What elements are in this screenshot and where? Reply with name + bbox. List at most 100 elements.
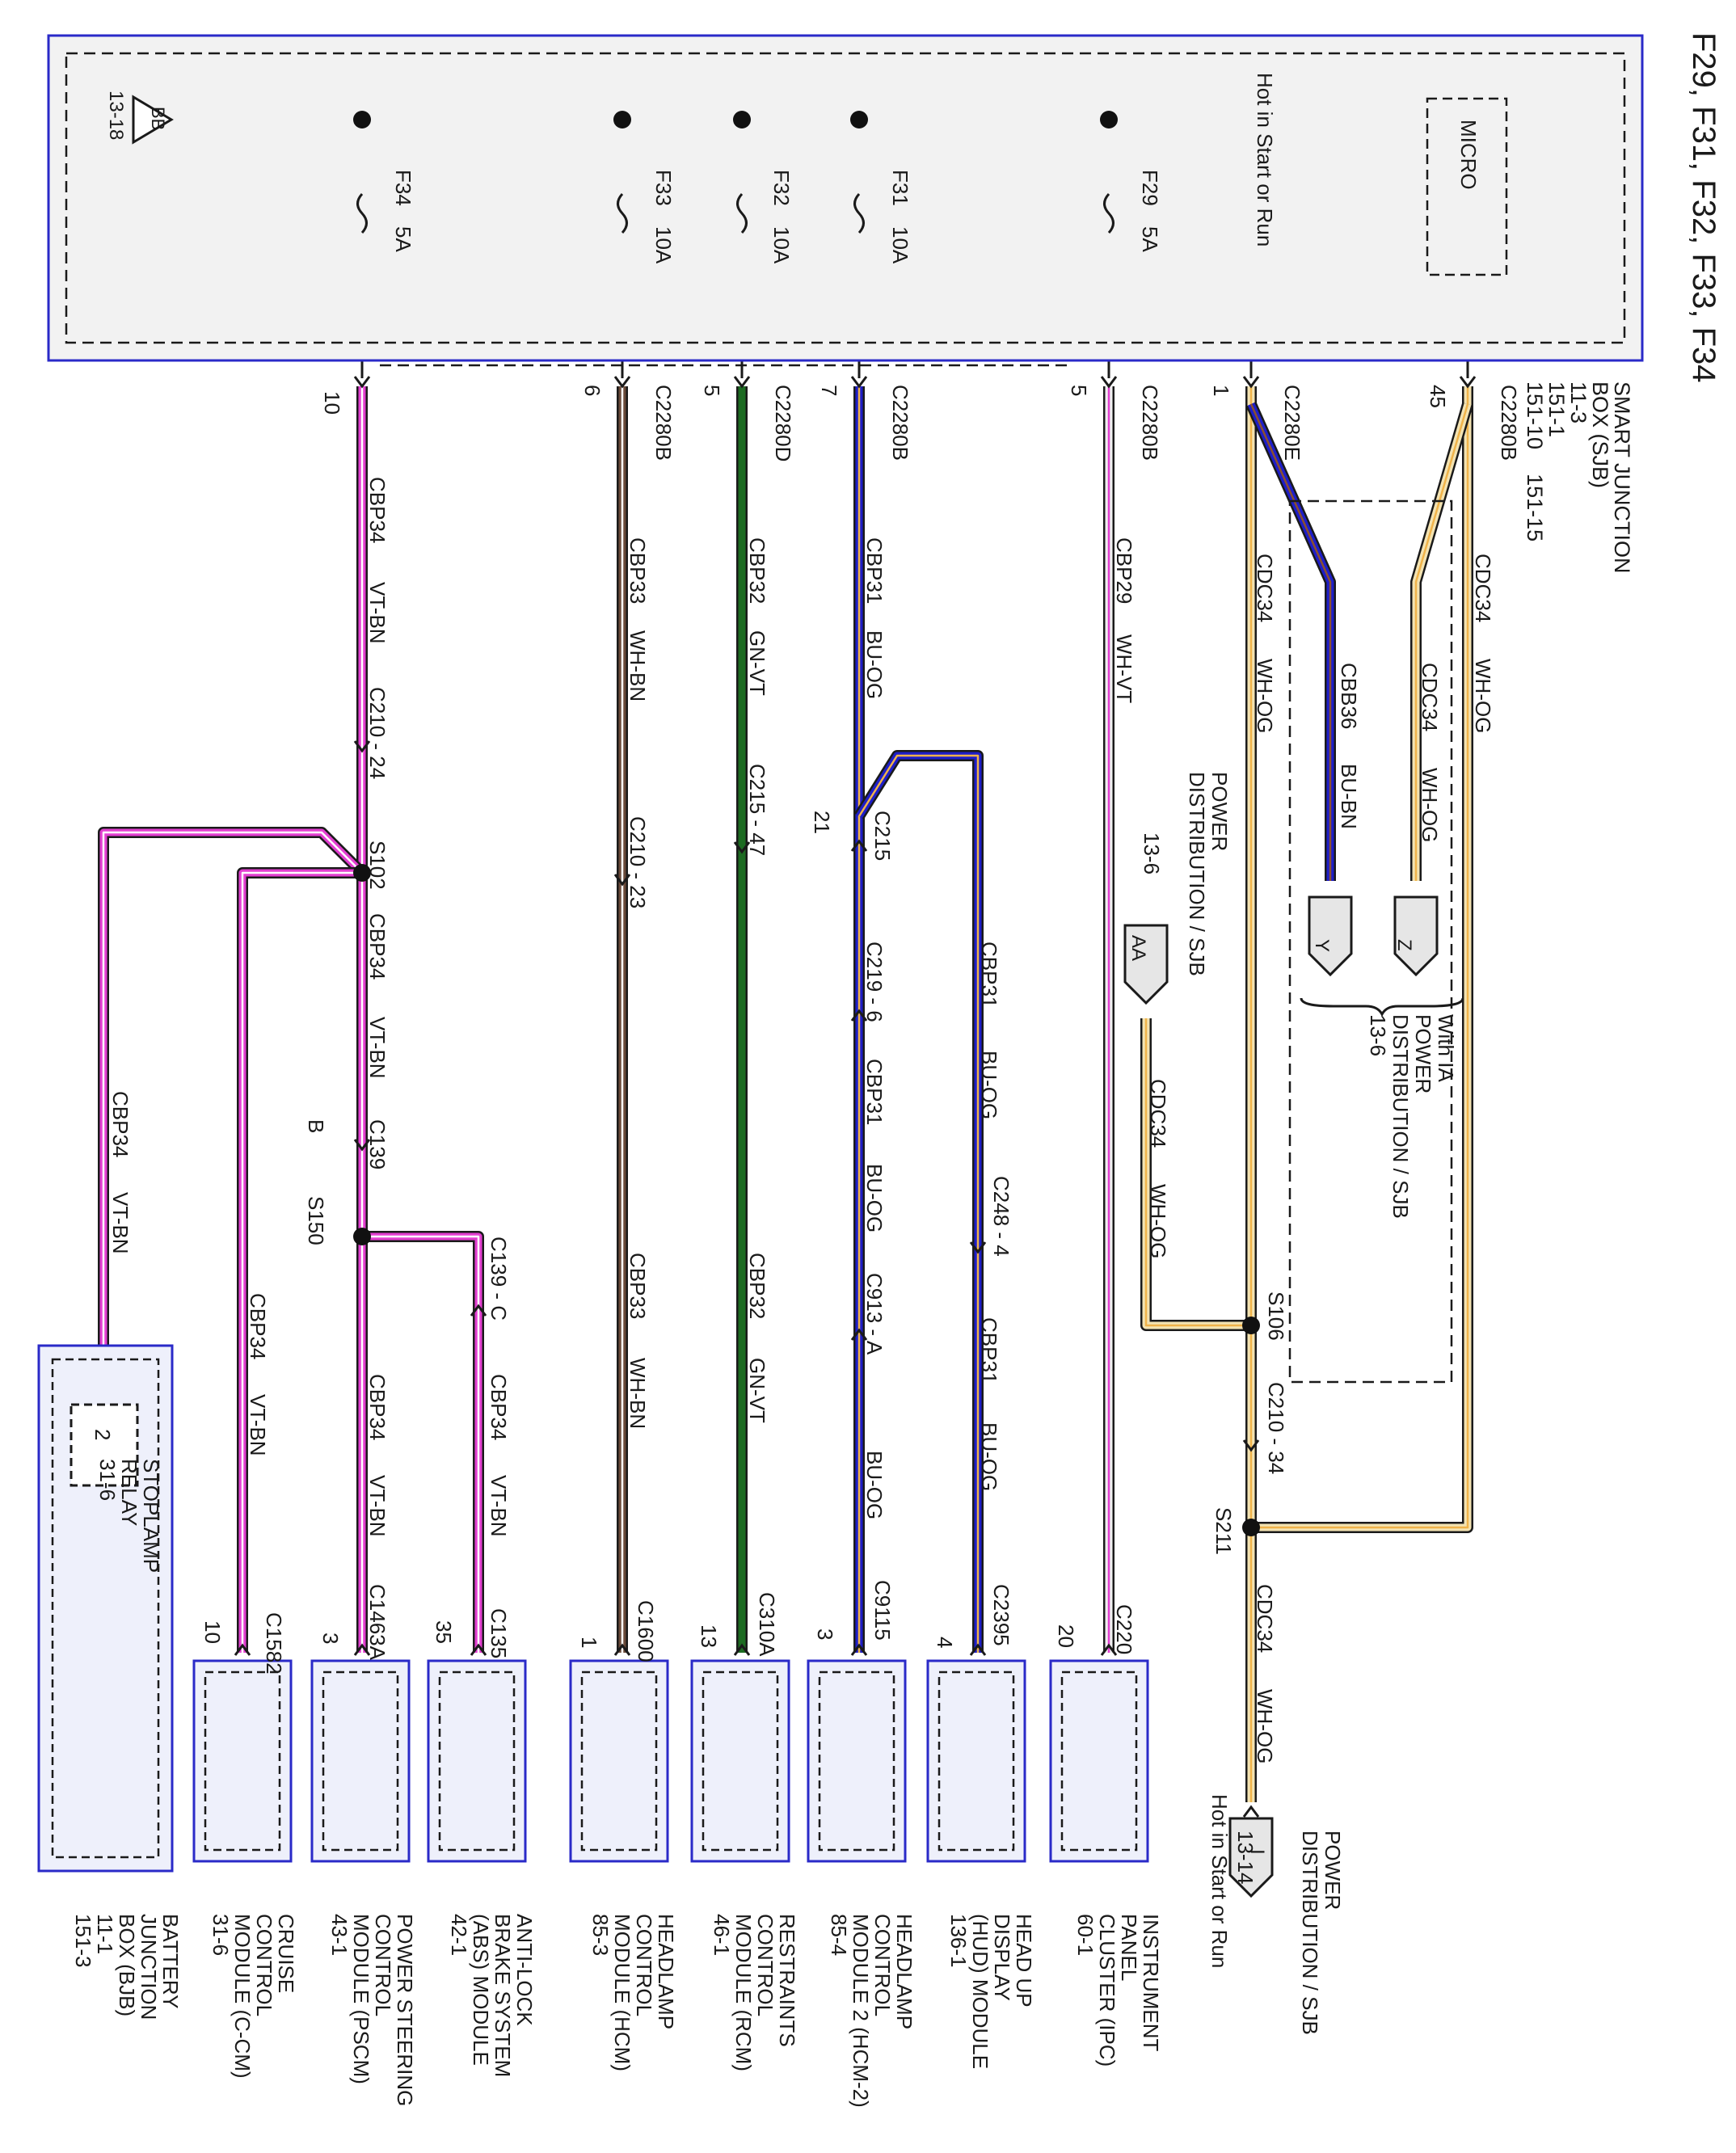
with-ia-brace (1300, 997, 1464, 1018)
bus-junction-dot (850, 111, 868, 129)
wire-cdc34-aa (1142, 1018, 1251, 1329)
fuse-symbol-f29 (1103, 192, 1114, 234)
module-line: 42-1 (447, 1914, 471, 1956)
conn-c2280b-f33: C2280B (651, 385, 676, 461)
module-line: CLUSTER (IPC) (1095, 1914, 1119, 2067)
conn-c139-c: C139 - C (487, 1237, 511, 1321)
connector-arrow (470, 1304, 487, 1317)
wire-circuit-label: CBP33 (626, 1253, 650, 1319)
bjb-line: JUNCTION (137, 1914, 161, 2020)
module-pin: 10 (200, 1620, 225, 1644)
module-conn: C310A (755, 1592, 779, 1657)
wire-circuit-label: CDC34 (1418, 663, 1442, 731)
pin-f33: 6 (580, 385, 605, 396)
hot-in-start-label: Hot in Start or Run (1253, 73, 1277, 246)
wire-circuit-label: CBP32 (745, 537, 769, 604)
wire-color-label: WH-OG (1253, 1689, 1277, 1763)
pd-line: POWER (1321, 1831, 1345, 1910)
module-box-abs-inner (438, 1671, 516, 1852)
conn-c139: C139 (365, 1119, 390, 1169)
pin-f34: 10 (320, 391, 344, 415)
wire-cbp34-ccm-outline (237, 867, 362, 1653)
wire-circuit-label: CBP33 (626, 537, 650, 604)
sjb-label-line: BOX (SJB) (1588, 381, 1612, 488)
wire-color-label: BU-OG (862, 630, 887, 699)
conn-c219-6: C219 - 6 (862, 942, 887, 1022)
module-label-rcm: RESTRAINTS CONTROL MODULE (RCM) 46-1 (710, 1914, 799, 2071)
bus-junction-dot (733, 111, 751, 129)
wire-circuit-label: CBP32 (745, 1253, 769, 1319)
module-box-hcm2 (807, 1659, 907, 1863)
module-box-pscm-inner (322, 1671, 399, 1852)
wire-color-label: WH-OG (1253, 659, 1277, 733)
module-pin: 13 (697, 1624, 721, 1648)
wire-circuit-label: CBP34 (365, 477, 390, 543)
ref-tag-y (1308, 895, 1353, 977)
wire-cbp34-bjb-outline (98, 827, 366, 1358)
splice-s106-dot (1242, 1317, 1260, 1334)
module-box-ccm (192, 1659, 293, 1863)
power-distribution-label-left: POWER DISTRIBUTION / SJB 13-6 (1140, 772, 1232, 976)
module-label-hud: HEAD UP DISPLAY (HUD) MODULE 136-1 (946, 1914, 1036, 2069)
module-label-abs: ANTI-LOCK BRAKE SYSTEM (ABS) MODULE 42-1 (447, 1914, 537, 2077)
wire-color-label: WH-VT (1112, 634, 1136, 703)
bb-code: BB (148, 107, 168, 130)
module-box-ipc (1049, 1659, 1149, 1863)
module-conn: C220 (1112, 1604, 1136, 1654)
conn-c2280b-f31: C2280B (888, 385, 912, 461)
connector-arrow (850, 839, 868, 852)
bjb-box-inner (51, 1358, 160, 1859)
connector-arrow (733, 376, 751, 389)
pin-f29: 5 (1067, 385, 1091, 396)
wire-circuit-label: CBP31 (862, 537, 887, 604)
wire-color-label: VT-BN (108, 1192, 133, 1254)
module-pin: 4 (933, 1637, 957, 1648)
pin-f32: 5 (700, 385, 724, 396)
wire-color-label: BU-OG (862, 1451, 887, 1519)
wire-circuit-label: CBP29 (1112, 537, 1136, 604)
sjb-label: SMART JUNCTION BOX (SJB) 11-3 151-1 151-… (1523, 381, 1634, 574)
connector-arrow (1242, 376, 1260, 389)
module-pin: 3 (813, 1628, 837, 1640)
connector-arrow (353, 1139, 371, 1152)
wire-circuit-label: CBP34 (487, 1374, 511, 1440)
module-box-hcm (569, 1659, 669, 1863)
module-line: CONTROL (632, 1914, 656, 2016)
micro-label: MICRO (1456, 120, 1481, 190)
wire-circuit-label: CBP34 (246, 1293, 270, 1359)
conn-c210-34: C210 - 34 (1264, 1382, 1288, 1474)
stoplamp-relay-box (70, 1403, 139, 1487)
fuse-name-f29: F29 (1138, 170, 1162, 206)
connector-arrow (850, 1328, 868, 1341)
module-line: MODULE (PSCM) (349, 1914, 373, 2084)
conn-c215: C215 (870, 811, 895, 861)
module-conn: C1600 (634, 1600, 658, 1662)
wire-color-label: VT-BN (365, 582, 390, 644)
bb-triangle-icon (132, 95, 174, 145)
ref-tag-z (1393, 895, 1439, 977)
module-conn: C9115 (870, 1580, 895, 1641)
stoplamp-relay-label: STOPLAMP RELAY 31-6 (95, 1459, 163, 1573)
wire-color-label: WH-BN (626, 1358, 650, 1429)
wire-circuit-label: CDC34 (1253, 554, 1277, 622)
bb-ref: 13-18 (105, 91, 127, 140)
connector-arrow (850, 376, 868, 389)
fuse-rating-f32: 10A (769, 226, 794, 264)
connector-arrow (353, 740, 371, 753)
conn-c215-pin: 21 (810, 811, 834, 834)
connector-arrow (733, 841, 751, 854)
wire-cdc34-aa-stripe (1144, 1018, 1251, 1327)
wire-circuit-label: CBP31 (977, 942, 1001, 1008)
pin-hot: 1 (1209, 385, 1233, 396)
fuse-symbol-f33 (617, 192, 628, 234)
module-line: (HUD) MODULE (968, 1914, 992, 2069)
ref-tag-i (1228, 1817, 1274, 1898)
sjb-label-line: 151-1 (1544, 381, 1569, 437)
connector-arrow (470, 1643, 487, 1656)
conn-c139-pin: B (304, 1119, 328, 1133)
module-line: CONTROL (371, 1914, 395, 2016)
wire-circuit-label: CBP34 (365, 1374, 390, 1440)
wire-circuit-label: CDC34 (1146, 1079, 1170, 1148)
with-ia-line: POWER (1411, 1014, 1435, 1093)
conn-c248-4: C248 - 4 (989, 1176, 1013, 1257)
